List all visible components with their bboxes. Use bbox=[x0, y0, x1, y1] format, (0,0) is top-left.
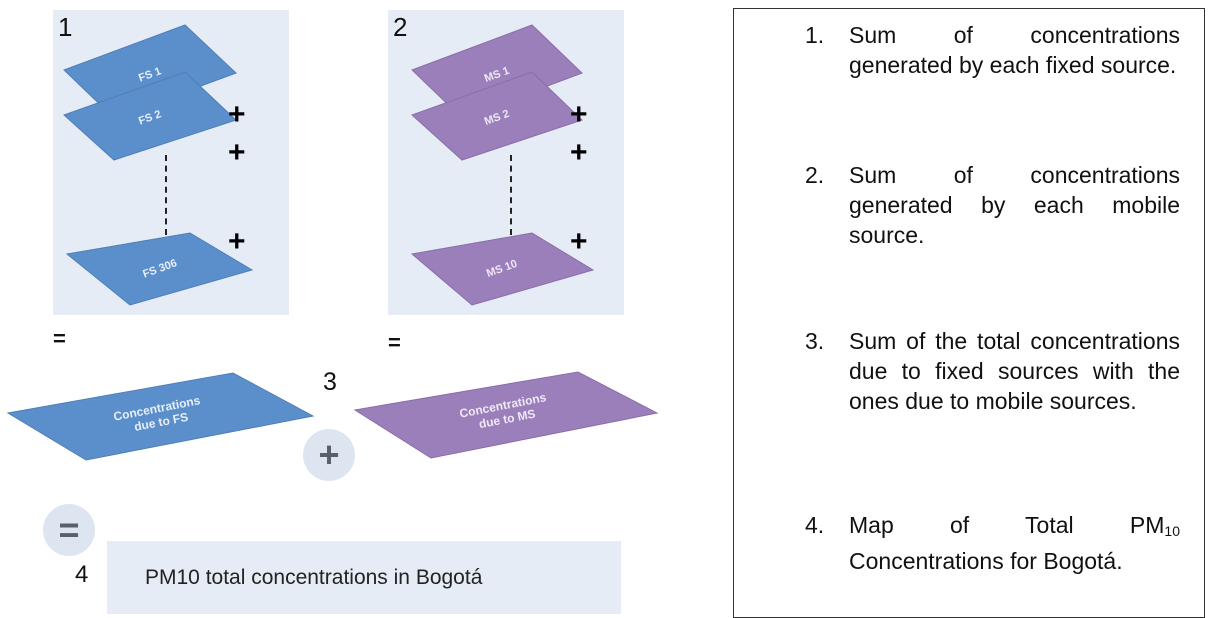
fs-equals: = bbox=[53, 326, 66, 351]
fs-dashed-connector bbox=[165, 155, 167, 235]
legend-item-4: 4. Map of Total PM10 Concentrations for … bbox=[805, 510, 1180, 576]
fs-plus-3: + bbox=[228, 225, 246, 258]
legend-item-4-text-after: Concentrations for Bogotá. bbox=[849, 548, 1123, 574]
ms-plus-3: + bbox=[570, 225, 588, 258]
pm10-result-label: PM10 total concentrations in Bogotá bbox=[145, 565, 483, 589]
fs-total-layer: Concentrations due to FS bbox=[6, 372, 315, 461]
legend-item-1: 1. Sum of concentrations generated by ea… bbox=[805, 20, 1180, 80]
step-4-number: 4 bbox=[75, 561, 89, 588]
ms-layer-1: MS 1 bbox=[411, 24, 583, 119]
fs-layer-306: FS 306 bbox=[65, 232, 254, 306]
panel-2-number: 2 bbox=[393, 12, 408, 42]
ms-equals: = bbox=[388, 330, 401, 355]
legend-item-4-number: 4. bbox=[805, 512, 825, 538]
panel-1-number: 1 bbox=[58, 12, 73, 42]
plus-circle-icon: + bbox=[303, 429, 355, 481]
step-3-number: 3 bbox=[323, 368, 337, 396]
ms-plus-1: + bbox=[570, 98, 588, 131]
equals-circle-icon: = bbox=[43, 504, 95, 556]
fs-layer-2: FS 2 bbox=[63, 71, 237, 161]
fs-plus-1: + bbox=[228, 98, 246, 131]
legend-item-2-text: Sum of concentrations generated by each … bbox=[849, 162, 1180, 248]
legend-item-3: 3. Sum of the total concentrations due t… bbox=[805, 326, 1180, 416]
ms-plus-2: + bbox=[570, 136, 588, 169]
legend-item-1-text: Sum of concentrations generated by each … bbox=[849, 22, 1180, 78]
legend-item-3-number: 3. bbox=[805, 328, 825, 354]
legend-item-4-text: Map of Total PM10 Concentrations for Bog… bbox=[849, 510, 1180, 576]
fs-plus-2: + bbox=[228, 136, 246, 169]
fs-layer-1: FS 1 bbox=[63, 24, 237, 119]
legend-item-1-number: 1. bbox=[805, 22, 825, 48]
legend-item-3-text: Sum of the total concentrations due to f… bbox=[849, 328, 1180, 414]
legend-item-4-text-before: Map of Total PM bbox=[849, 512, 1165, 538]
ms-layer-10: MS 10 bbox=[410, 232, 595, 306]
ms-total-layer: Concentrations due to MS bbox=[353, 371, 659, 459]
ms-layer-2: MS 2 bbox=[411, 71, 583, 161]
legend-item-4-subscript: 10 bbox=[1164, 523, 1180, 539]
ms-dashed-connector bbox=[510, 155, 512, 235]
legend-box: 1. Sum of concentrations generated by ea… bbox=[733, 8, 1205, 618]
pm10-result-box: PM10 total concentrations in Bogotá bbox=[107, 541, 621, 614]
legend-item-2-number: 2. bbox=[805, 162, 825, 188]
legend-item-2: 2. Sum of concentrations generated by ea… bbox=[805, 160, 1180, 250]
